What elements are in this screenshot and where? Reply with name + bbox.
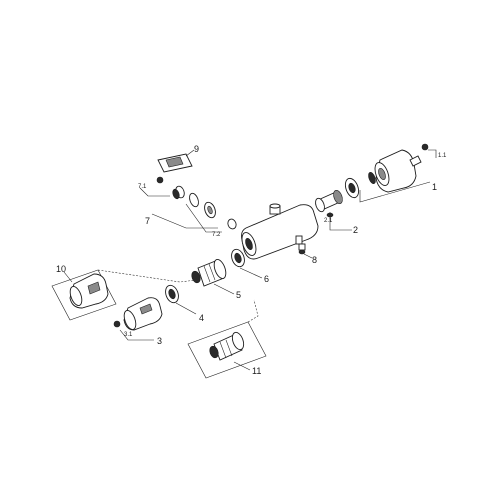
leader-10 [63, 271, 73, 283]
part-6-ring [231, 248, 245, 268]
label-part-7-1: 7.1 [138, 184, 147, 190]
leader-7-1 [139, 187, 170, 197]
leader-8 [303, 253, 313, 259]
leader-3 [119, 329, 154, 341]
leader-11 [233, 361, 251, 371]
valve-body [241, 203, 319, 260]
leader-2 [329, 212, 352, 231]
part-3-temperature-handle [113, 297, 163, 331]
label-part-3-1: 3.1 [124, 332, 133, 338]
label-part-1-1: 1.1 [438, 153, 447, 159]
leader-9 [185, 149, 195, 157]
label-part-2: 2 [353, 225, 358, 235]
label-part-8: 8 [312, 255, 317, 265]
leader-6 [239, 267, 263, 279]
part-4-ring [165, 284, 179, 304]
part-11-cartridge-kit [187, 321, 267, 379]
label-part-10: 10 [56, 264, 66, 274]
leader-1 [359, 181, 431, 203]
label-part-2-1: 2.1 [324, 218, 333, 224]
label-part-7: 7 [145, 216, 150, 226]
leader-7-2 [185, 203, 222, 233]
part-7-seal-set [156, 176, 237, 230]
label-part-1: 1 [432, 182, 437, 192]
leader-5 [213, 283, 235, 295]
leader-4 [175, 302, 197, 315]
label-part-6: 6 [264, 274, 269, 284]
connector-11 [247, 299, 259, 323]
label-part-11: 11 [252, 366, 261, 376]
label-part-5: 5 [236, 290, 241, 300]
leader-7 [151, 213, 218, 229]
label-part-4: 4 [199, 313, 204, 323]
leader-1-1 [428, 149, 437, 158]
label-part-3: 3 [157, 336, 162, 346]
part-1-handle-cap [368, 143, 429, 193]
part-5-thermostatic-cartridge [191, 258, 227, 287]
connector-10 [97, 269, 197, 283]
label-part-7-2: 7.2 [212, 232, 221, 238]
part-8-screw [298, 243, 306, 255]
part-9-label-plate [157, 153, 193, 173]
label-part-9: 9 [194, 144, 199, 154]
part-10-handle-kit [51, 269, 117, 321]
part-2-cartridge [315, 177, 360, 218]
